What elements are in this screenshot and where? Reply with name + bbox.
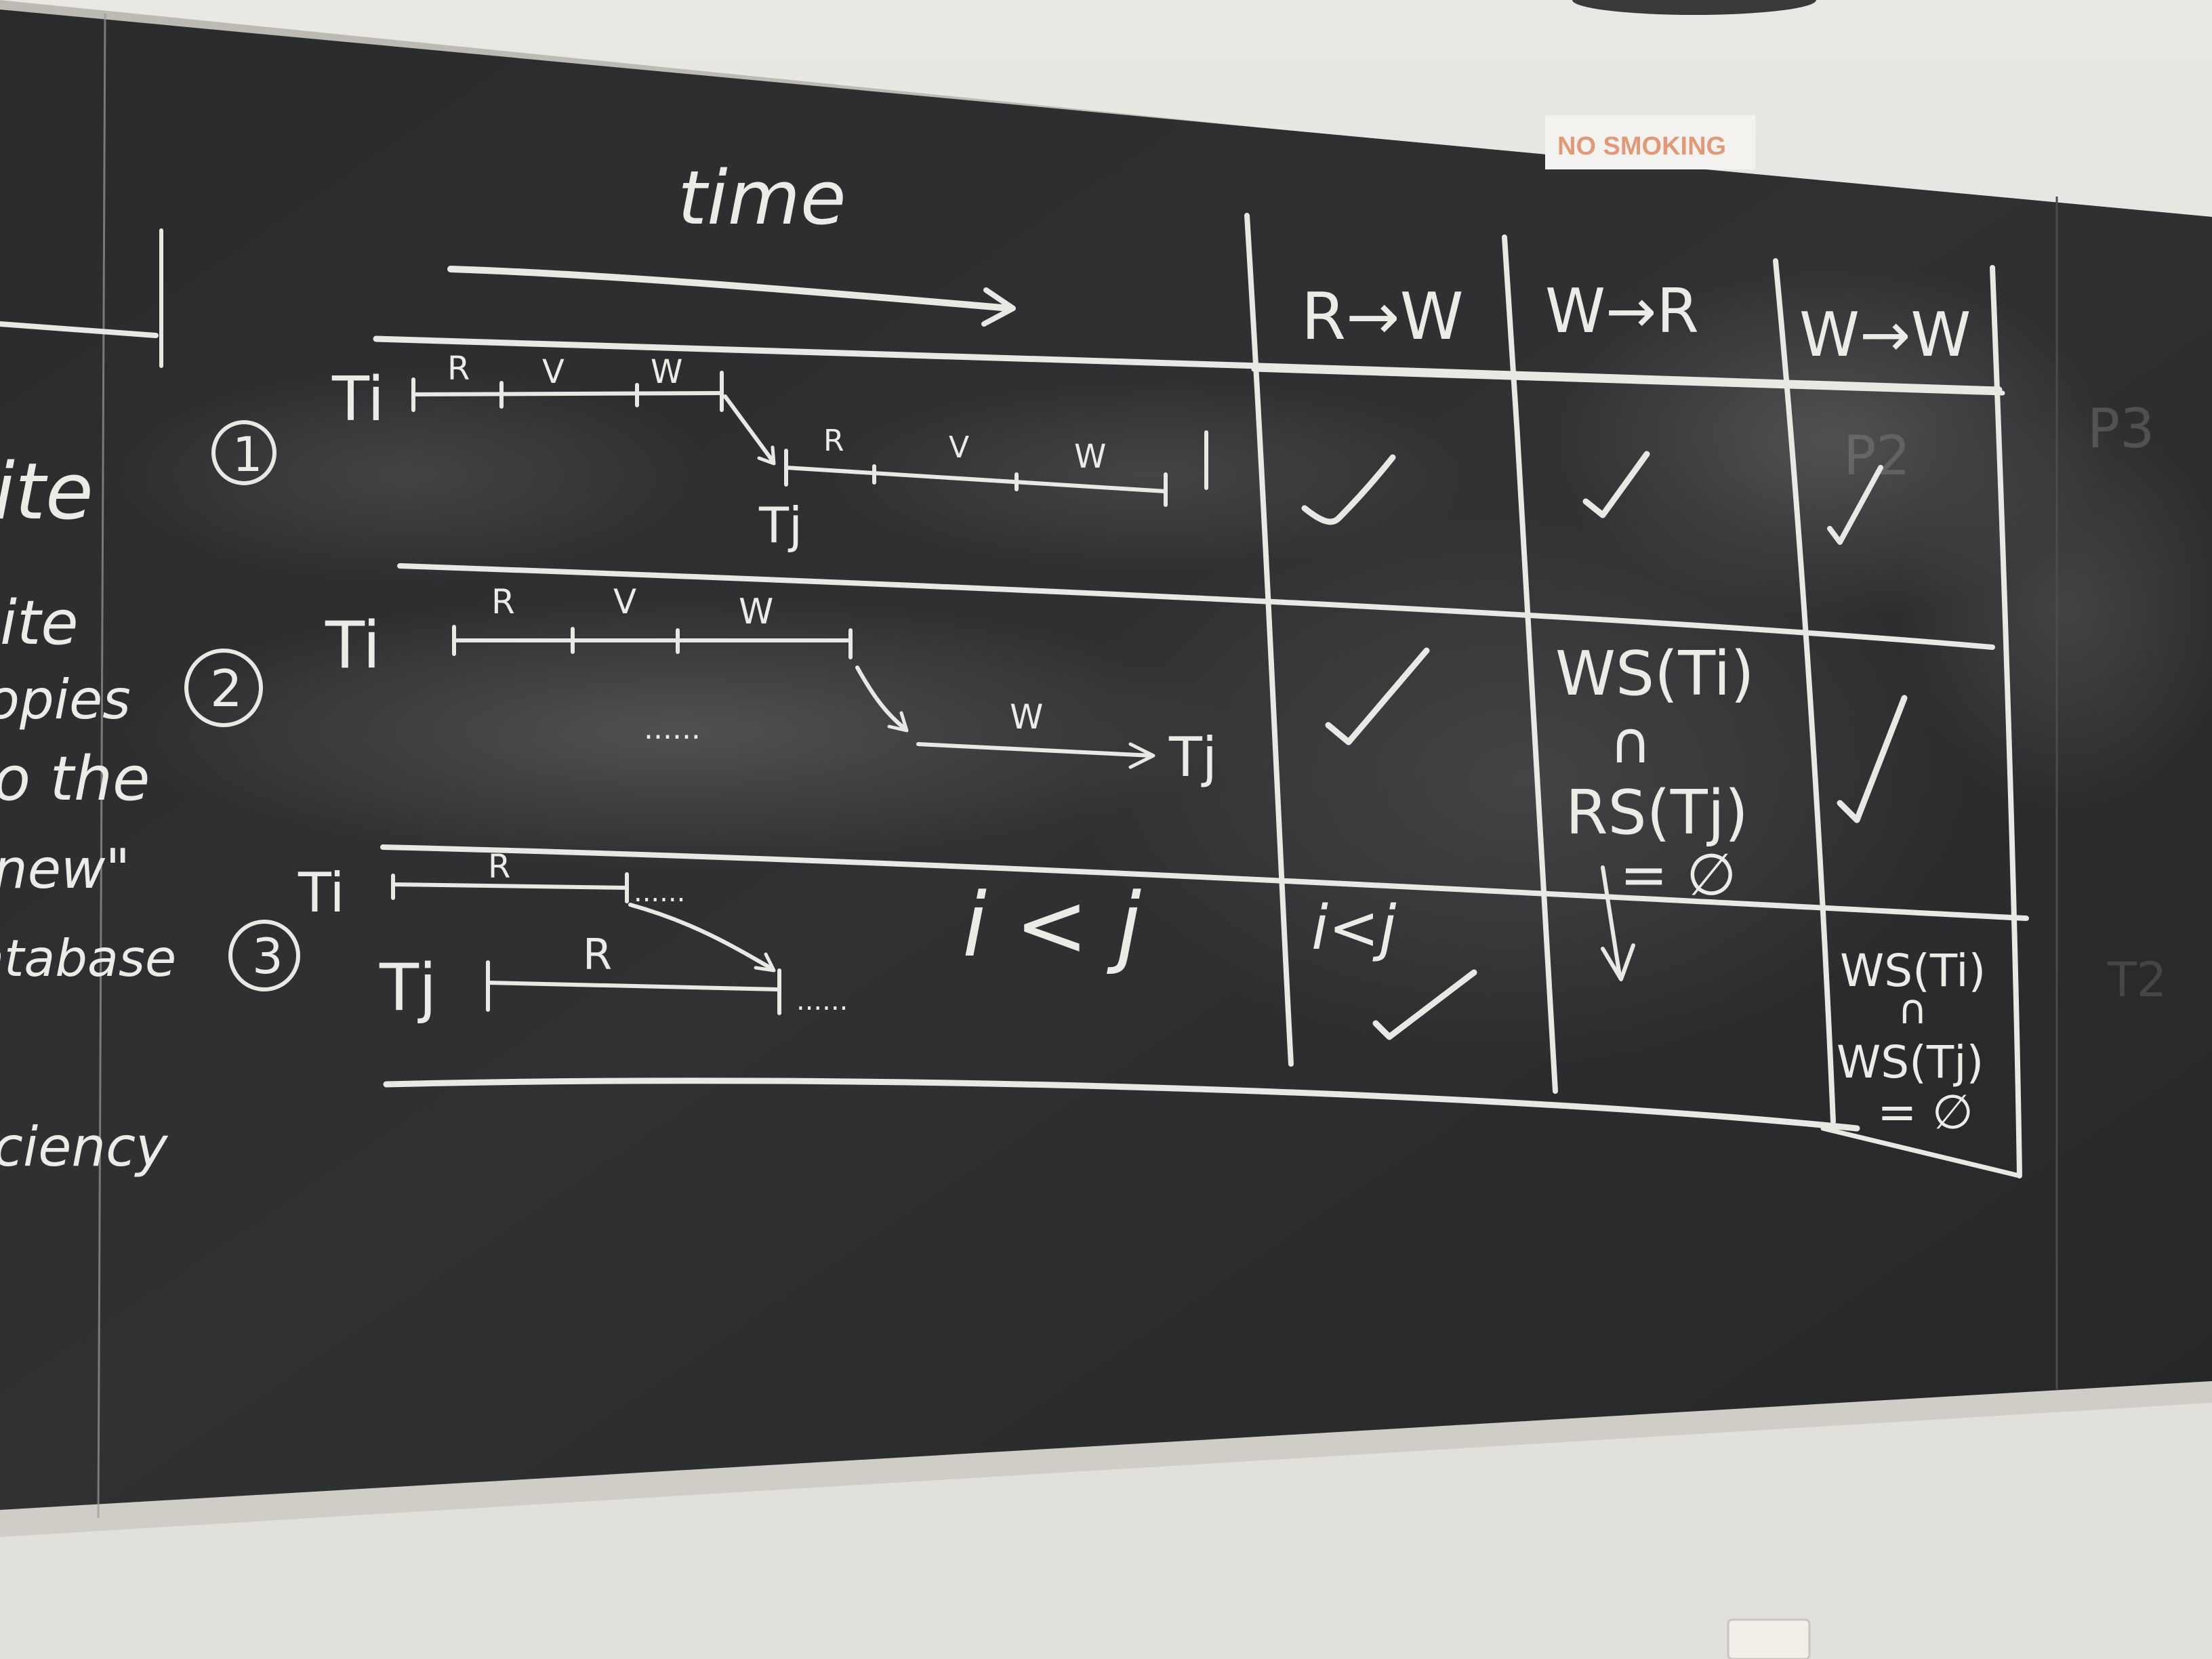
scenario-1-dependency-arrow	[723, 394, 775, 463]
wr-ws-ti: WS(Ti)	[1555, 638, 1755, 710]
header-rw: R→W	[1301, 280, 1464, 354]
time-arrow-head	[981, 287, 1016, 327]
scenario-1-number: 1	[232, 427, 263, 483]
ww-intersect: ∩	[1898, 986, 1927, 1033]
v-label-1b: V	[949, 430, 969, 465]
wr-down-arrow-head	[1601, 943, 1635, 981]
tj-label-3: Tj	[379, 951, 436, 1025]
column-divider-3	[1773, 258, 1836, 1124]
wr-intersect: ∩	[1610, 710, 1652, 777]
row2-separator	[380, 844, 2029, 921]
table-bottom-line	[383, 1078, 1860, 1132]
ti-timeline-3	[391, 882, 629, 890]
ti-ticks-1	[411, 371, 724, 412]
w-label-2b: W	[1010, 697, 1043, 737]
ww-ws-tj: WS(Tj)	[1837, 1036, 1984, 1088]
tj-ticks-3	[486, 960, 781, 1015]
table-top-line	[373, 335, 2003, 393]
check-r3-rw	[1372, 969, 1477, 1040]
tj-timeline-3	[486, 981, 781, 991]
left-seam	[97, 13, 106, 1519]
ti-label-1: Ti	[331, 364, 384, 435]
lower-wall	[0, 1403, 2212, 1659]
chalk-tray	[0, 1381, 2212, 1537]
no-smoking-sign: NO SMOKING	[1545, 115, 1755, 169]
dots-2: ......	[644, 712, 701, 746]
scenario-2-circle	[184, 649, 263, 727]
ceiling-fixture	[1572, 0, 1816, 15]
w-label-2: W	[739, 592, 773, 632]
left-fragment-0: ite	[0, 447, 94, 537]
header-wr: W→R	[1545, 276, 1699, 347]
table-bottom-right	[1820, 1126, 2022, 1179]
v-label-2: V	[613, 582, 636, 621]
r-label-1: R	[447, 350, 470, 388]
wr-down-arrow	[1601, 865, 1622, 978]
check-r1-ww	[1827, 465, 1883, 545]
tj-ticks-1	[784, 430, 1208, 507]
scenario-1-circle	[211, 420, 276, 485]
dots-3a: ......	[634, 877, 685, 908]
scenario-2-arrow-head	[887, 711, 909, 733]
ti-label-3: Ti	[298, 861, 345, 924]
check-r1-rw	[1301, 454, 1396, 525]
ti-ticks-2	[452, 625, 853, 659]
left-fragment-5: atabase	[0, 928, 176, 988]
scenario-3-circle	[228, 920, 300, 991]
r-label-2: R	[491, 582, 515, 621]
ghost-p2: P2	[1843, 424, 1910, 487]
ti-ticks-3	[391, 872, 629, 903]
w-label-1: W	[651, 353, 682, 391]
scenario-2-dependency-arrow	[855, 665, 907, 731]
header-underline	[1251, 367, 2005, 396]
ghost-p3: P3	[2087, 397, 2154, 460]
column-divider-4	[1990, 265, 2022, 1179]
ghost-t2: T2	[2107, 952, 2167, 1008]
r-label-1b: R	[823, 424, 844, 458]
scenario-1-arrow-head	[757, 445, 776, 466]
check-r2-ww	[1837, 695, 1908, 823]
scenario-3-arrow-head	[754, 952, 776, 972]
dots-3b: ......	[796, 985, 848, 1017]
scenario-2-number: 2	[210, 659, 243, 718]
left-fragment-2: opies	[0, 668, 131, 731]
ti-timeline-1	[411, 391, 724, 396]
wr-empty-set: = ∅	[1620, 842, 1736, 909]
left-fragment-4: new"	[0, 838, 130, 901]
ww-ws-ti: WS(Ti)	[1840, 945, 1986, 997]
check-r2-rw	[1325, 647, 1430, 745]
tj-label-2: Tj	[1168, 726, 1217, 789]
left-fragment-6: ciency	[0, 1115, 169, 1179]
column-divider-2	[1502, 234, 1558, 1094]
scenario-3-number: 3	[252, 928, 283, 985]
wall-outlet	[1727, 1618, 1811, 1659]
tj-timeline-2	[916, 742, 1154, 758]
row1-separator	[397, 563, 1995, 650]
tj-timeline-1	[784, 466, 1168, 493]
svg-text:NO SMOKING: NO SMOKING	[1557, 132, 1726, 161]
tj-timeline-2-head	[1128, 742, 1155, 769]
r-label-3: R	[488, 848, 510, 886]
ti-label-2: Ti	[325, 609, 381, 683]
r-label-3b: R	[583, 930, 612, 979]
left-fragment-3: o the	[0, 743, 150, 815]
column-divider-1	[1244, 213, 1294, 1067]
v-label-1: V	[542, 353, 565, 391]
ww-empty-set: = ∅	[1877, 1084, 1973, 1140]
i-less-j-note: i < j	[962, 874, 1141, 977]
wr-rs-tj: RS(Tj)	[1565, 777, 1748, 848]
check-r1-wr	[1582, 451, 1650, 518]
scenario-3-dependency-arrow	[628, 903, 775, 971]
header-ww: W→W	[1799, 300, 1971, 371]
left-fragment-line	[0, 321, 159, 338]
time-label: time	[678, 155, 846, 241]
w-label-1b: W	[1074, 438, 1106, 476]
rw-i-less-j: i<j	[1311, 893, 1396, 964]
tj-label-1: Tj	[758, 497, 802, 554]
left-fragment-1: ite	[0, 588, 79, 659]
time-arrow-shaft	[447, 266, 1013, 312]
